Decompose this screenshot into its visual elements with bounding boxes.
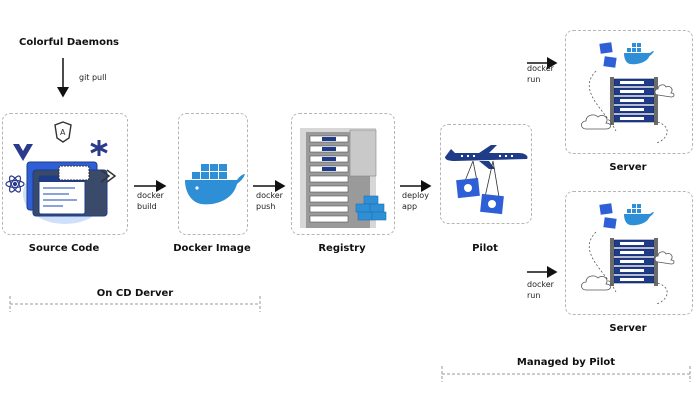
svg-text:A: A — [60, 128, 66, 137]
source-label-colorful-daemons: Colorful Daemons — [19, 37, 120, 48]
source-code-box: A — [2, 113, 128, 235]
container-boxes-icon — [599, 42, 617, 68]
angular-icon: A — [54, 121, 72, 143]
server-top-illustration — [581, 42, 675, 144]
group-label-managed-by-pilot: Managed by Pilot — [516, 357, 616, 368]
code-windows-icon — [26, 161, 108, 217]
cloud-right-icon — [654, 251, 675, 265]
tools-icon — [90, 140, 108, 156]
node-label-pilot: Pilot — [472, 243, 498, 254]
edge-label-docker-run-top: docker run — [527, 64, 554, 84]
vue-icon — [13, 144, 33, 161]
container-boxes-icon — [599, 203, 617, 229]
docker-whale-icon — [185, 164, 245, 205]
node-label-registry: Registry — [318, 243, 366, 254]
pilot-plane-illustration — [445, 145, 528, 215]
bracket-cd-server — [9, 296, 261, 312]
docker-whale-small-icon — [624, 204, 654, 226]
edge-label-docker-run-bottom: docker run — [527, 280, 554, 300]
server-bottom-box — [565, 191, 693, 315]
server-top-box — [565, 30, 693, 154]
react-icon — [5, 175, 25, 193]
node-label-source-code: Source Code — [28, 243, 100, 254]
server-rack-icon — [610, 238, 658, 286]
edge-label-docker-build: docker build — [137, 191, 164, 211]
cloud-left-icon — [581, 275, 611, 291]
edge-label-git-pull: git pull — [79, 73, 107, 82]
edge-label-docker-push: docker push — [256, 191, 283, 211]
node-label-docker-image: Docker Image — [173, 243, 251, 254]
server-bottom-illustration — [581, 203, 675, 305]
node-label-server-bottom: Server — [609, 323, 647, 334]
node-label-server-top: Server — [609, 162, 647, 173]
edge-label-deploy-app: deploy app — [402, 191, 429, 211]
registry-box — [291, 113, 395, 235]
pilot-box — [440, 124, 532, 224]
group-label-cd-server: On CD Derver — [96, 288, 174, 299]
docker-whale-small-icon — [624, 43, 654, 65]
source-code-illustration: A — [5, 121, 117, 224]
cargo-box-left-icon — [456, 177, 480, 199]
container-stack-icon — [355, 195, 387, 221]
airplane-icon — [445, 145, 528, 169]
chevrons-icon — [100, 169, 117, 183]
docker-image-box — [178, 113, 248, 235]
cloud-right-icon — [654, 84, 675, 98]
server-rack-icon — [610, 77, 658, 125]
bracket-managed-by-pilot — [441, 366, 691, 382]
registry-rack-illustration — [300, 128, 387, 228]
cargo-box-right-icon — [480, 193, 504, 215]
cloud-left-icon — [581, 114, 611, 130]
